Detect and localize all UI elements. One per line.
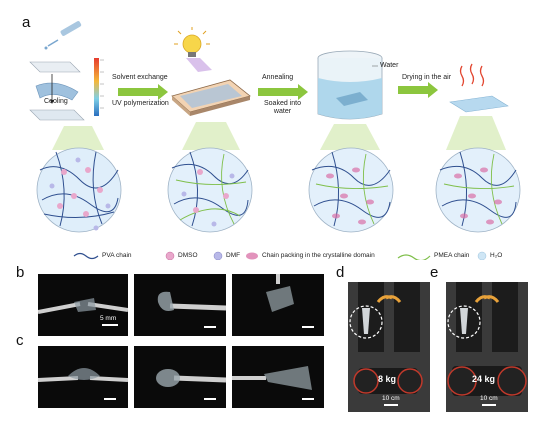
- legend-packing: Chain packing in the crystalline domain: [262, 252, 375, 259]
- process-arrow-3: [398, 82, 438, 98]
- legend-h2o: H₂O: [490, 252, 503, 259]
- scale-bar-c3: [302, 398, 314, 400]
- photo-c2: [134, 346, 226, 408]
- legend-icons: [73, 251, 487, 260]
- zoom-cone-4: [446, 116, 506, 150]
- label-drying: Drying in the air: [402, 74, 452, 81]
- network-circle-1: [36, 147, 122, 233]
- photo-e: 24 kg 10 cm: [446, 282, 528, 412]
- legend-pmea: PMEA chain: [434, 252, 470, 259]
- scale-label-b: 5 mm: [100, 315, 117, 322]
- process-arrow-1: [118, 84, 168, 100]
- network-circle-4: [435, 147, 521, 233]
- scale-bar-b3: [302, 326, 314, 328]
- dmso-icon: [165, 251, 175, 260]
- label-soaked: Soaked into water: [264, 100, 301, 116]
- uv-lamp-icon: [174, 27, 212, 72]
- process-schematic: [29, 21, 521, 260]
- legend-pva: PVA chain: [102, 252, 132, 259]
- label-annealing: Annealing: [262, 74, 294, 81]
- label-water: Water: [380, 62, 399, 69]
- scale-bar-e: [482, 404, 496, 406]
- process-arrow-2: [258, 84, 308, 100]
- pipette-icon: [44, 21, 82, 50]
- dried-film-icon: [449, 63, 509, 113]
- label-uv-polymerization: UV polymerization: [112, 100, 169, 107]
- photo-b2: [134, 274, 226, 336]
- label-solvent-exchange: Solvent exchange: [112, 74, 168, 81]
- panel-label-e: e: [430, 264, 439, 281]
- water-icon: [477, 251, 487, 260]
- scale-bar-c2: [204, 398, 216, 400]
- panel-label-c: c: [16, 332, 24, 349]
- zoom-cone-1: [52, 126, 104, 150]
- photo-b3: [232, 274, 324, 336]
- photo-c3: [232, 346, 324, 408]
- scale-bar-b2: [204, 326, 216, 328]
- photo-b1: 5 mm: [38, 274, 128, 336]
- temperature-scale-icon: [94, 58, 104, 116]
- scale-bar-c1: [104, 398, 116, 400]
- label-cooling: Cooling: [44, 98, 68, 105]
- scale-bar-b: [102, 324, 118, 326]
- network-circle-3: [308, 147, 394, 233]
- panel-label-b: b: [16, 264, 25, 281]
- zoom-cone-3: [320, 124, 380, 150]
- zoom-cone-2: [182, 122, 240, 150]
- panel-label-a: a: [22, 14, 31, 31]
- pmea-chain-icon: [397, 254, 431, 260]
- scale-label-e: 10 cm: [480, 395, 498, 402]
- dmf-icon: [213, 251, 223, 260]
- scale-bar-d: [384, 404, 398, 406]
- panel-label-d: d: [336, 264, 345, 281]
- legend-dmso: DMSO: [178, 252, 198, 259]
- crystalline-domain-icon: [246, 252, 258, 260]
- water-beaker-icon: [317, 50, 383, 120]
- weight-label-d: 8 kg: [378, 374, 397, 384]
- photo-d: 8 kg 10 cm: [348, 282, 430, 412]
- mold-plates-icon: [29, 61, 85, 121]
- photo-c1: [38, 346, 128, 408]
- legend-dmf: DMF: [226, 252, 241, 259]
- scale-label-d: 10 cm: [382, 395, 400, 402]
- mold-icon: [171, 79, 251, 116]
- pva-chain-icon: [73, 252, 99, 260]
- network-circle-2: [167, 147, 253, 233]
- weight-label-e: 24 kg: [472, 374, 496, 384]
